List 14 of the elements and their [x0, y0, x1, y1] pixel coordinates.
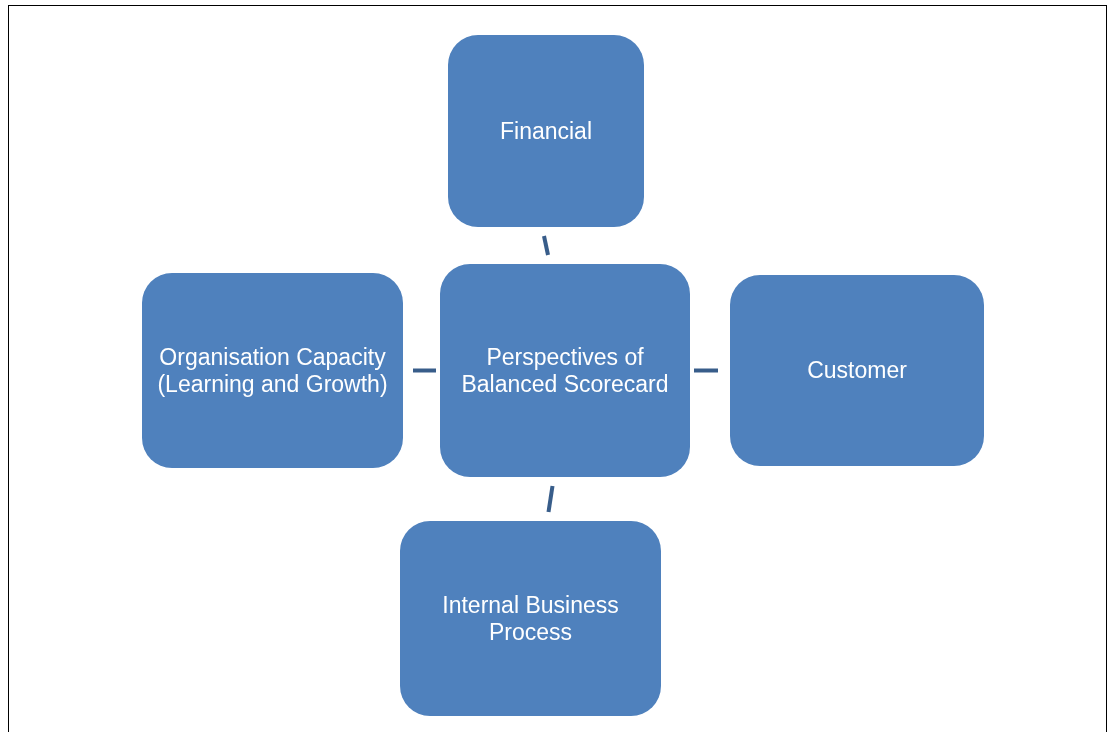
box-label: Organisation Capacity (Learning and Growth) — [156, 343, 389, 398]
box-label: Internal Business Process — [441, 591, 620, 646]
connector-line — [413, 368, 436, 373]
process-box — [400, 521, 661, 716]
connector-line — [542, 235, 550, 256]
process-box — [448, 35, 644, 227]
process-box — [142, 273, 403, 468]
process-box — [440, 264, 690, 477]
process-box — [730, 275, 984, 466]
connector-line — [546, 485, 555, 513]
box-label: Financial — [499, 117, 592, 145]
connector-line — [694, 368, 718, 373]
box-label: Perspectives of Balanced Scorecard — [460, 343, 670, 398]
box-label: Customer — [807, 357, 907, 384]
